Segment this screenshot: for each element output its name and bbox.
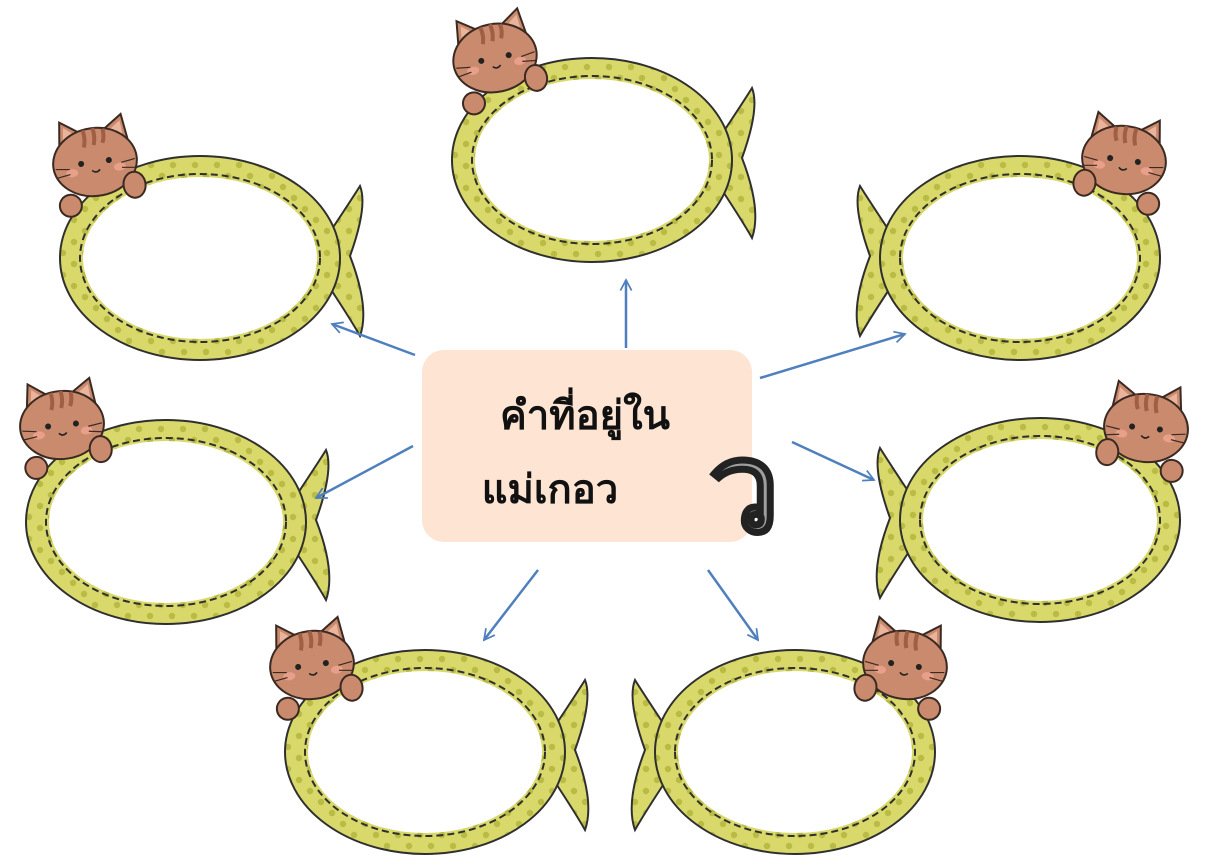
frame-top [445,5,756,262]
center-title-line2: แม่เกอว [470,457,630,521]
center-letter: ว [708,428,780,548]
frame-upper-left [47,112,363,360]
arrow-upper-right [760,334,905,378]
arrow-middle-right [792,442,874,480]
frame-middle-right [877,379,1193,622]
arrow-upper-left [332,324,415,355]
frame-bottom-right [632,615,953,854]
frame-middle-left [16,376,330,624]
frame-upper-right [857,110,1172,360]
letter-wo-icon: ว [688,428,800,548]
frame-bottom-left [264,615,588,854]
center-title-line1: คำที่อยู่ใน [470,383,700,447]
arrow-bottom-right [708,570,758,640]
arrow-middle-left [316,446,413,498]
arrow-bottom-left [484,570,538,640]
